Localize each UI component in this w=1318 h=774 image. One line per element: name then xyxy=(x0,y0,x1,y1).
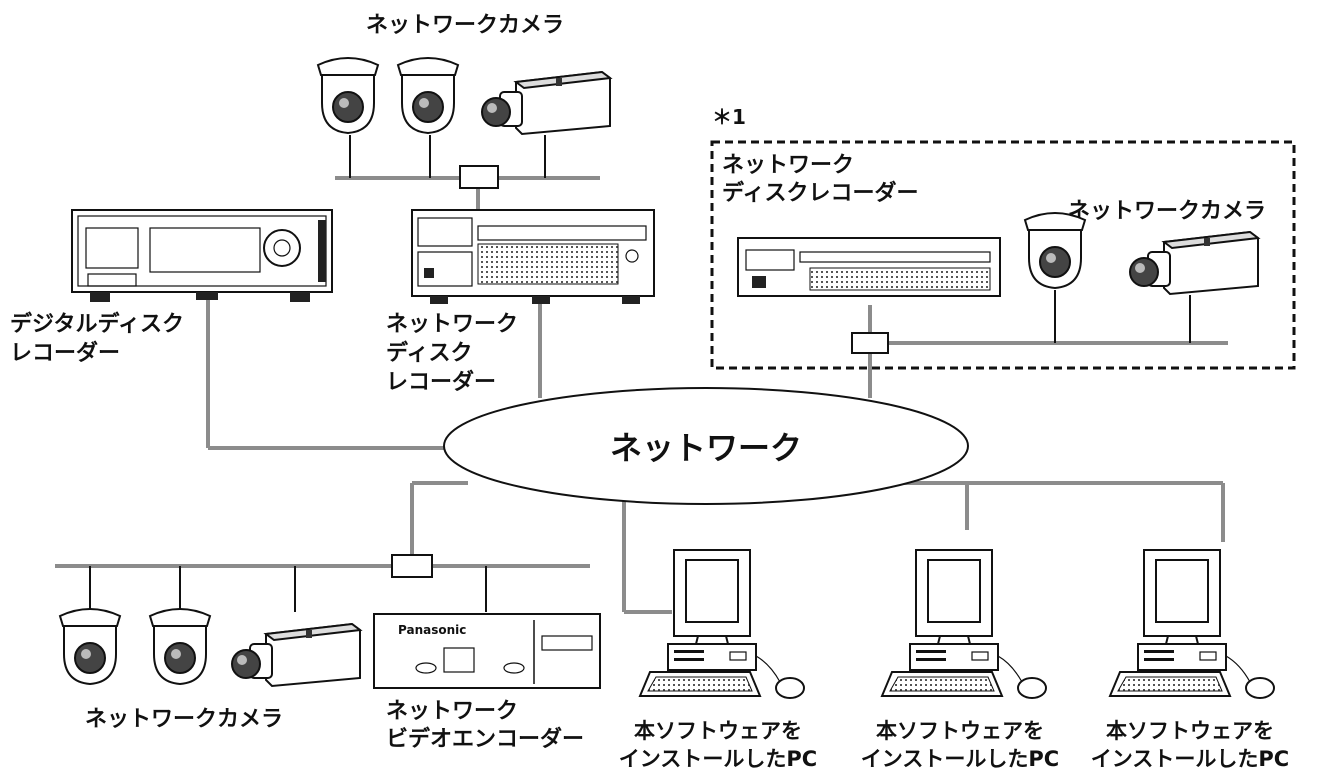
network-cloud xyxy=(443,387,969,505)
boxed-recorder-label-2: ディスクレコーダー xyxy=(722,180,918,206)
net-recorder-label-1: ネットワーク xyxy=(386,312,518,337)
cameras-bottom-label: ネットワークカメラ xyxy=(85,707,283,732)
pc-1-label-1: 本ソフトウェアを xyxy=(634,719,802,743)
digital-recorder-label-1: デジタルディスク xyxy=(10,311,184,337)
pc-1 xyxy=(639,549,805,699)
pc-1-label-2: インストールしたPC xyxy=(619,747,817,771)
digital-disk-recorder xyxy=(71,209,333,302)
boxed-network-disk-recorder xyxy=(737,237,1001,297)
hub-top xyxy=(459,165,499,189)
hub-right xyxy=(851,332,889,354)
net-recorder-label-3: レコーダー xyxy=(386,369,496,395)
dome-camera-1 xyxy=(317,57,379,134)
boxed-system-frame xyxy=(710,140,1296,370)
pc-3 xyxy=(1109,549,1275,699)
footnote-marker: ＊1 xyxy=(712,105,746,129)
net-recorder-label-2: ディスク xyxy=(386,340,472,366)
encoder-label-1: ネットワーク xyxy=(386,699,518,724)
hub-bottom xyxy=(391,554,433,578)
dome-camera-4 xyxy=(149,608,211,685)
pc-2 xyxy=(881,549,1047,699)
pc-3-label-2: インストールしたPC xyxy=(1091,747,1289,771)
network-video-encoder: Panasonic xyxy=(373,613,601,689)
cameras-top-label: ネットワークカメラ xyxy=(366,13,564,38)
pc-2-label-1: 本ソフトウェアを xyxy=(876,719,1044,743)
network-disk-recorder xyxy=(411,209,655,304)
network-label: ネットワーク xyxy=(610,429,802,467)
dome-camera-boxed xyxy=(1024,212,1086,289)
dome-camera-3 xyxy=(59,608,121,685)
encoder-brand: Panasonic xyxy=(398,623,466,637)
dome-camera-2 xyxy=(397,57,459,134)
box-camera-boxed xyxy=(1129,231,1259,295)
boxed-cameras-label: ネットワークカメラ xyxy=(1068,199,1266,224)
encoder-label-2: ビデオエンコーダー xyxy=(386,726,584,752)
digital-recorder-label-2: レコーダー xyxy=(10,340,120,366)
pc-3-label-1: 本ソフトウェアを xyxy=(1106,719,1274,743)
box-camera-bottom xyxy=(231,623,361,687)
boxed-recorder-label-1: ネットワーク xyxy=(722,153,854,178)
pc-2-label-2: インストールしたPC xyxy=(861,747,1059,771)
network-cables xyxy=(55,135,1228,614)
box-camera-top xyxy=(481,71,611,135)
